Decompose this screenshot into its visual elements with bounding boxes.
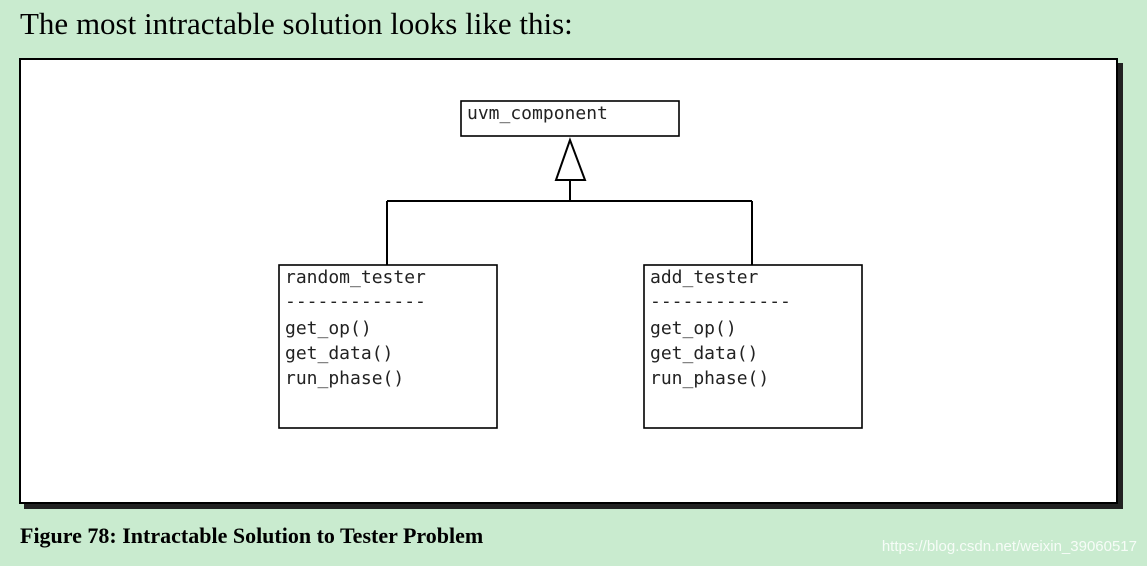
class-name: random_tester (285, 267, 426, 288)
class-name: add_tester (650, 267, 759, 288)
method-item: run_phase() (650, 368, 769, 389)
method-item: get_op() (650, 318, 737, 339)
inheritance-connector (386, 180, 753, 265)
watermark-text: https://blog.csdn.net/weixin_39060517 (881, 538, 1137, 555)
class-box-add-tester: add_tester ------------- get_op() get_da… (643, 264, 863, 429)
inheritance-arrow-icon (554, 137, 587, 181)
class-box-random-tester: random_tester ------------- get_op() get… (278, 264, 498, 429)
class-separator: ------------- (285, 291, 426, 312)
method-item: get_data() (285, 343, 393, 364)
figure-caption: Figure 78: Intractable Solution to Teste… (20, 523, 484, 548)
intro-text: The most intractable solution looks like… (20, 6, 573, 41)
class-separator: ------------- (650, 291, 791, 312)
method-item: get_data() (650, 343, 758, 364)
base-class-box: uvm_component (460, 100, 680, 137)
method-item: run_phase() (285, 368, 404, 389)
method-item: get_op() (285, 318, 372, 339)
base-class-name: uvm_component (467, 103, 608, 124)
